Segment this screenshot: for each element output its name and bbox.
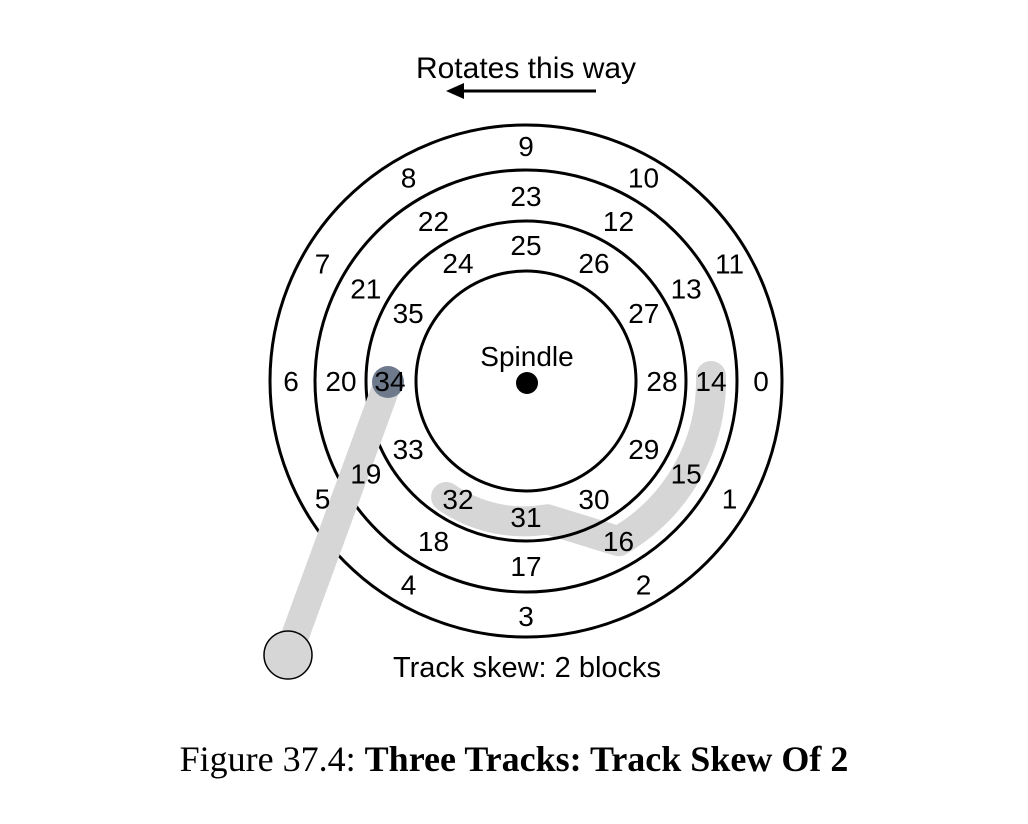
block-label-6: 6 [283,366,299,397]
block-label-8: 8 [401,163,417,194]
caption-title: Three Tracks: Track Skew Of 2 [364,739,849,779]
rotation-arrow [446,83,596,99]
block-label-12: 12 [603,206,634,237]
block-label-23: 23 [510,181,541,212]
rotation-arrow-head [446,83,464,99]
block-label-10: 10 [628,163,659,194]
block-labels: 0123456789101112131415161718192021222324… [283,131,769,632]
middle-track-boundary [364,219,688,543]
block-label-21: 21 [350,274,381,305]
platter-edge [268,123,784,639]
block-label-11: 11 [715,249,744,280]
block-label-34: 34 [374,366,405,397]
block-label-5: 5 [315,484,331,515]
block-label-17: 17 [510,551,541,582]
block-label-26: 26 [578,248,609,279]
block-label-9: 9 [518,131,534,162]
block-label-22: 22 [418,206,449,237]
block-label-29: 29 [628,434,659,465]
block-label-30: 30 [578,484,609,515]
disk-head [372,366,404,398]
block-label-15: 15 [671,459,702,490]
block-label-14: 14 [695,366,726,397]
disk-arm [263,366,404,680]
block-label-28: 28 [646,366,677,397]
block-label-1: 1 [722,484,738,515]
rotation-label: Rotates this way [416,52,636,85]
track-skew-label: Track skew: 2 blocks [393,652,661,684]
seek-path [431,361,727,557]
block-label-19: 19 [350,459,381,490]
inner-track-boundary [414,269,638,493]
block-label-33: 33 [393,434,424,465]
spindle-dot [516,372,538,394]
caption-prefix: Figure 37.4: [179,739,356,779]
block-label-35: 35 [393,298,424,329]
block-label-24: 24 [442,248,473,279]
block-label-2: 2 [636,570,652,601]
block-label-13: 13 [671,274,702,305]
figure-caption: Figure 37.4: Three Tracks: Track Skew Of… [0,738,1028,780]
block-label-7: 7 [315,249,331,280]
block-label-3: 3 [518,601,534,632]
block-label-18: 18 [418,526,449,557]
block-label-16: 16 [603,526,634,557]
arm-pivot [263,630,313,680]
block-label-31: 31 [510,502,541,533]
outer-track-boundary [313,168,739,594]
block-label-20: 20 [325,366,356,397]
arm-bar [274,368,402,669]
block-label-27: 27 [628,298,659,329]
block-label-25: 25 [510,230,541,261]
block-label-0: 0 [753,366,769,397]
spindle-label: Spindle [480,341,573,372]
block-label-4: 4 [401,570,417,601]
block-label-32: 32 [442,484,473,515]
